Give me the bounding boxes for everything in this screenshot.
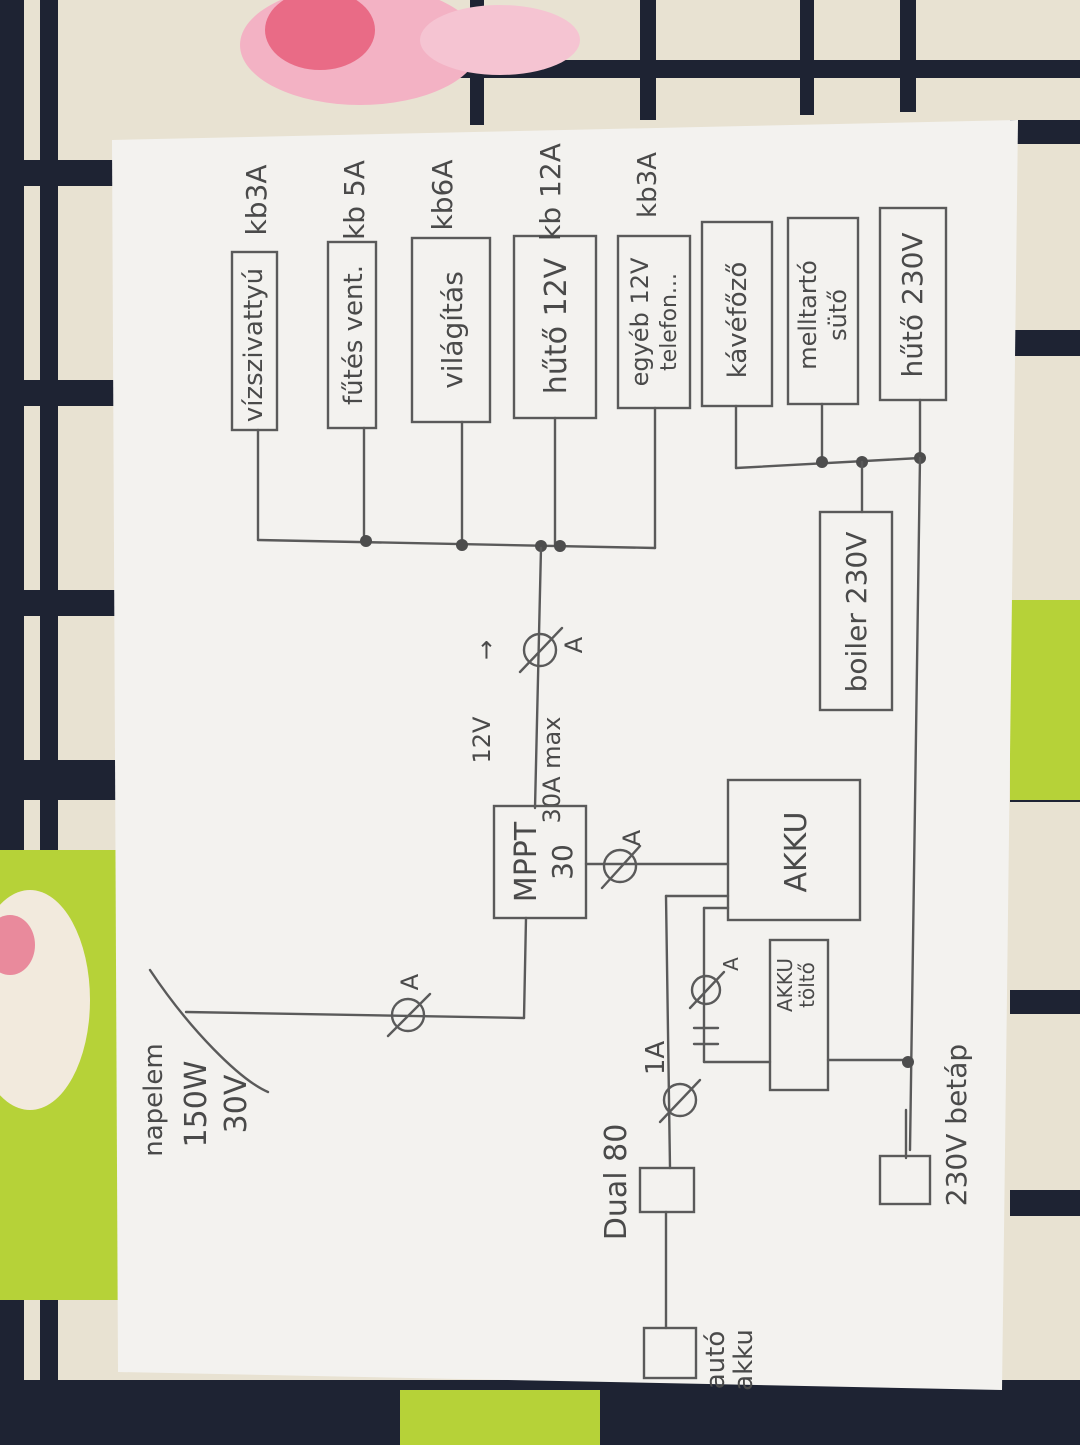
load-box-other-12v: egyéb 12V telefon... kb3A xyxy=(616,152,692,410)
shore-power-label: 230V betáp xyxy=(940,1044,973,1206)
car-battery-sublabel: akku xyxy=(729,1329,759,1391)
bus-230v-wiring xyxy=(734,398,926,1152)
ammeter-mppt-battery: A xyxy=(600,829,646,890)
load-sublabel-other-12v: telefon... xyxy=(657,273,682,371)
ammeter-bus-arrow: → xyxy=(472,640,500,660)
shore-power-box: 230V betáp xyxy=(878,1044,973,1206)
load-sublabel-oven: sütő xyxy=(824,289,852,341)
diode-symbol xyxy=(692,1026,720,1046)
load-box-fridge-230v: hűtő 230V xyxy=(878,206,948,402)
car-battery-box: autó akku xyxy=(642,1326,759,1391)
fuse-label-heater-fan: kb 5A xyxy=(338,160,371,240)
mppt-sublabel: 30 xyxy=(546,844,579,880)
charger-box: AKKU töltő xyxy=(768,938,830,1092)
battery-label: AKKU xyxy=(779,811,814,892)
boiler-label: boiler 230V xyxy=(840,532,873,693)
load-label-fridge-230v: hűtő 230V xyxy=(896,232,929,377)
solar-panel-label-group: napelem 150W 30V xyxy=(139,1043,254,1156)
load-box-fridge-12v: hűtő 12V kb 12A xyxy=(512,143,598,420)
junction-dot xyxy=(816,456,828,468)
battery-box: AKKU xyxy=(726,778,862,922)
ammeter-solar: A xyxy=(386,973,432,1038)
solar-panel-label: napelem xyxy=(139,1043,169,1156)
charger-sublabel: töltő xyxy=(795,962,819,1008)
junction-dot xyxy=(554,540,566,552)
junction-dot xyxy=(456,539,468,551)
bus-max-current-label: 30A max xyxy=(538,717,566,824)
ammeter-bus: A → xyxy=(472,626,588,674)
load-label-lighting: világítás xyxy=(436,271,469,389)
load-box-heater-fan: fűtés vent. kb 5A xyxy=(326,160,378,430)
load-box-lighting: világítás kb6A xyxy=(410,160,492,424)
fuse-label-other-12v: kb3A xyxy=(633,152,663,218)
load-label-fridge-12v: hűtő 12V xyxy=(539,257,574,394)
boiler-box: boiler 230V xyxy=(818,510,894,712)
fuse-label-water-pump: kb3A xyxy=(240,165,273,236)
green-fabric xyxy=(0,600,1080,1445)
load-label-coffee-maker: kávéfőző xyxy=(723,262,753,379)
ammeter-charger: A xyxy=(688,957,743,1010)
dual-charger-box: Dual 80 xyxy=(599,1124,696,1241)
ammeter-solar-symbol: A xyxy=(396,973,424,990)
ammeter-charger-symbol: A xyxy=(719,957,743,971)
bus-12v-wiring xyxy=(256,406,657,810)
junction-dot xyxy=(902,1056,914,1068)
ammeter-mppt-battery-symbol: A xyxy=(618,829,646,846)
mppt-label: MPPT xyxy=(509,821,544,902)
charger-label: AKKU xyxy=(773,958,797,1012)
load-label-water-pump: vízszivattyú xyxy=(239,268,269,422)
junction-dot xyxy=(535,540,547,552)
car-battery-label: autó xyxy=(701,1331,731,1390)
load-label-heater-fan: fűtés vent. xyxy=(339,265,369,405)
solar-panel-power: 150W xyxy=(179,1061,214,1148)
dual-charger-label: Dual 80 xyxy=(599,1124,634,1241)
load-label-oven: melltartó xyxy=(794,260,822,370)
bus-voltage-label: 12V xyxy=(468,716,496,764)
paper-sheet xyxy=(112,120,1018,1390)
junction-dot xyxy=(360,535,372,547)
fuse-label-fridge-12v: kb 12A xyxy=(534,143,567,241)
solar-panel-voltage: 30V xyxy=(219,1074,254,1133)
charger-battery-wiring xyxy=(702,906,772,1064)
load-label-other-12v: egyéb 12V xyxy=(626,257,654,386)
ammeter-dual-current: 1A xyxy=(641,1041,671,1076)
mppt-box: MPPT 30 xyxy=(492,804,588,920)
ammeter-bus-symbol: A xyxy=(560,636,588,653)
pink-object xyxy=(240,0,580,105)
ammeter-dual: 1A xyxy=(641,1041,702,1124)
load-box-water-pump: vízszivattyú kb3A xyxy=(230,165,279,432)
solar-panel-wiring xyxy=(148,916,528,1094)
dual-charger-wiring xyxy=(664,894,730,1330)
fuse-label-lighting: kb6A xyxy=(426,160,459,231)
